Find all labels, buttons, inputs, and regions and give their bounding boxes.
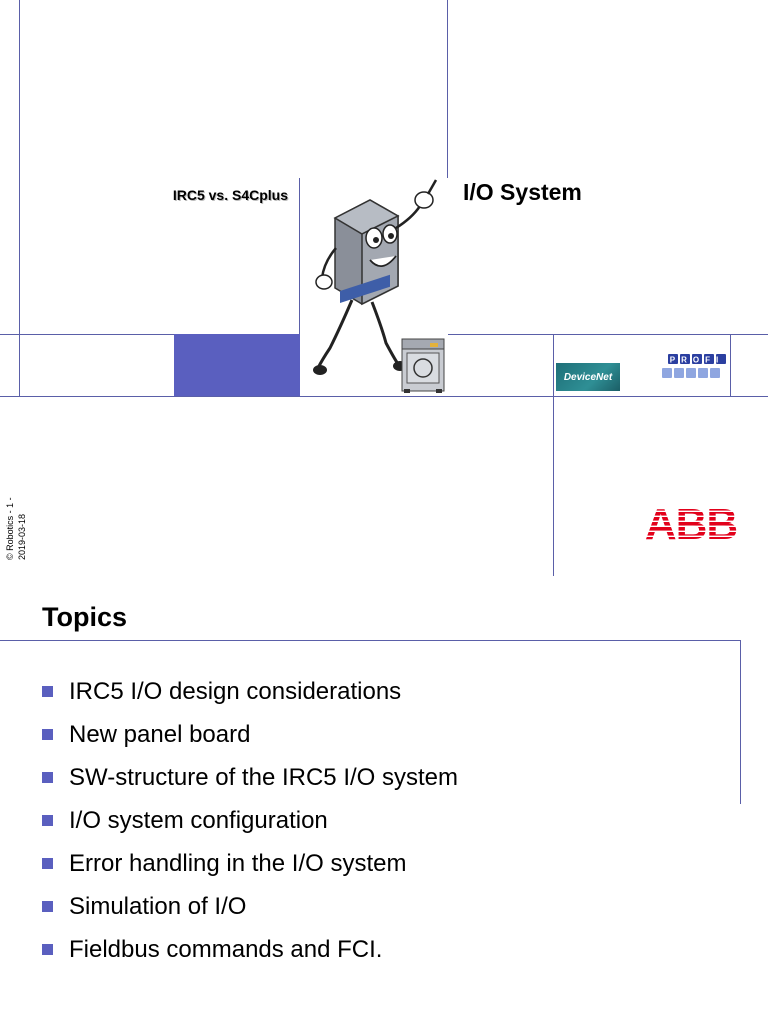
divider-line [553,334,554,576]
divider-line [19,0,20,396]
list-item-text: I/O system configuration [69,807,328,834]
profibus-logo-text: PROFI [670,356,724,365]
abb-logo: ABB [640,500,742,549]
list-item-text: SW-structure of the IRC5 I/O system [69,764,458,791]
list-item-text: Error handling in the I/O system [69,850,407,877]
list-item: Fieldbus commands and FCI. [42,928,458,971]
slide-title: I/O System [463,179,582,205]
topics-list: IRC5 I/O design considerations New panel… [42,670,458,971]
controller-cabinet-image [396,333,450,395]
list-item: SW-structure of the IRC5 I/O system [42,756,458,799]
list-item-text: IRC5 I/O design considerations [69,678,402,705]
bullet-icon [42,772,53,783]
accent-block [174,334,300,396]
list-item: I/O system configuration [42,799,458,842]
profibus-logo: PROFI [658,352,730,382]
list-item-text: Fieldbus commands and FCI. [69,936,383,963]
bullet-icon [42,944,53,955]
copyright-text: © Robotics - 1 - [5,497,15,560]
bullet-icon [42,686,53,697]
list-item: Simulation of I/O [42,885,458,928]
divider-line [740,640,741,804]
bullet-icon [42,729,53,740]
divider-line [0,640,741,641]
date-text: 2019-03-18 [17,513,27,560]
divider-line [730,334,731,396]
abb-logo-text: ABB [645,502,737,542]
bullet-icon [42,815,53,826]
devicenet-logo: DeviceNet [556,363,620,391]
list-item-text: Simulation of I/O [69,893,247,920]
list-item: Error handling in the I/O system [42,842,458,885]
list-item: IRC5 I/O design considerations [42,670,458,713]
list-item-text: New panel board [69,721,251,748]
divider-line [299,178,300,396]
bullet-icon [42,901,53,912]
divider-line [0,396,768,397]
slide-subtitle: IRC5 vs. S4Cplus [172,187,288,203]
copyright-date: © Robotics - 1 - 2019-03-18 [4,497,28,560]
topics-heading: Topics [42,602,128,632]
devicenet-logo-text: DeviceNet [563,371,613,383]
bullet-icon [42,858,53,869]
list-item: New panel board [42,713,458,756]
